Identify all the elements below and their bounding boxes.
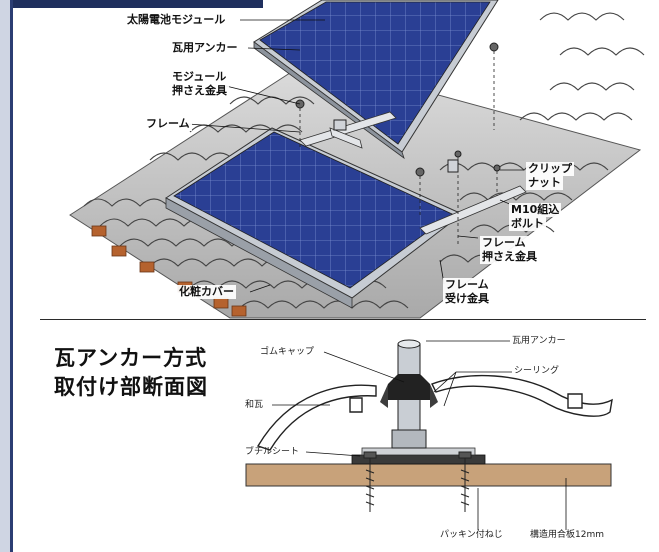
section-title-line2: 取付け部断面図 [54,375,208,399]
callout-leaders [187,19,525,293]
label-clip-nut-2: ナット [526,176,563,190]
section-divider [40,319,646,320]
label-frame-receiver-1: フレーム [443,278,491,292]
label-sealing: シーリング [514,366,560,376]
label-m10-bolt-2: ボルト [509,217,546,231]
label-decorative-cover: 化粧カバー [177,285,236,299]
section-title: 瓦アンカー方式 取付け部断面図 [54,344,208,402]
section-title-line1: 瓦アンカー方式 [54,346,208,370]
label-frame: フレーム [144,117,192,131]
label-butyl-sheet: ブチルシート [245,447,300,457]
label-clip-nut-1: クリップ [526,162,574,176]
label-frame-clamp-2: 押さえ金具 [480,250,539,264]
label-m10-bolt-1: M10組込 [509,203,562,217]
tile-anchor-bolt [380,339,438,449]
label-tile-anchor-section: 瓦用アンカー [512,336,566,346]
label-frame-clamp-1: フレーム [480,236,528,250]
anchor-base-plate [361,447,476,456]
label-tile-anchor: 瓦用アンカー [170,41,240,55]
label-structural-plywood: 構造用合板12mm [530,530,604,540]
left-margin-rule [10,0,13,552]
left-margin-bar [0,0,10,552]
japanese-tiles [256,374,613,451]
header-tab [13,0,263,8]
label-rubber-cap: ゴムキャップ [260,347,315,357]
label-packing-screw: パッキン付ねじ [440,530,503,540]
packing-screws [363,451,472,512]
label-module-clamp-1: モジュール [170,70,229,84]
assembly-guide-lines [299,51,498,245]
mounting-rails [299,111,527,235]
label-frame-receiver-2: 受け金具 [443,292,491,306]
cross-section-leaders [272,340,567,530]
structural-plywood [245,463,612,487]
solar-module-upper [253,0,499,160]
label-japanese-tile: 和瓦 [245,400,264,410]
rubber-cap [388,374,430,400]
label-module-clamp-2: 押さえ金具 [170,84,229,98]
label-solar-module: 太陽電池モジュール [125,13,228,27]
